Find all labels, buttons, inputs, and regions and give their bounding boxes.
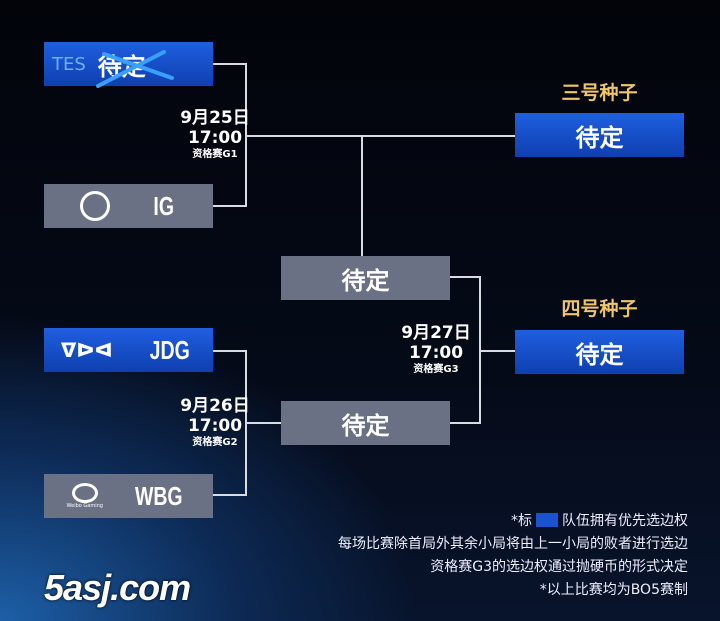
legend-note: *标 队伍拥有优先选边权 [511, 510, 688, 530]
winner-g2: 待定 [281, 401, 450, 445]
match-time: 17:00 [408, 343, 464, 363]
bracket-line [479, 350, 515, 352]
team-tes: TES 待定 [44, 42, 213, 88]
match-g2-info: 9月26日 17:00 资格赛G2 [165, 396, 265, 450]
match-date: 9月27日 [401, 323, 471, 343]
strike-mark-icon [96, 50, 174, 88]
bracket-line [361, 135, 363, 256]
match-g3-info: 9月27日 17:00 资格赛G3 [386, 323, 486, 377]
match-stage: 资格赛G2 [192, 437, 238, 448]
match-date: 9月25日 [180, 108, 250, 128]
legend-swatch [536, 513, 558, 527]
team-name: IG [153, 190, 174, 221]
watermark: 5asj.com [44, 567, 191, 608]
team-wbg: Weibo Gaming WBG [44, 474, 213, 518]
team-ig: IG [44, 184, 213, 228]
match-time: 17:00 [187, 416, 243, 436]
bracket-line [213, 63, 247, 65]
bracket-line [245, 422, 281, 424]
team-name: TES [52, 53, 86, 75]
team-name: JDG [149, 334, 190, 365]
bracket-line [213, 205, 247, 207]
team-jdg: ᐁᐅᐊ JDG [44, 328, 213, 372]
jdg-logo-icon: ᐁᐅᐊ [60, 338, 113, 362]
match-date: 9月26日 [180, 396, 250, 416]
match-g1-info: 9月25日 17:00 资格赛G1 [165, 108, 265, 162]
ig-logo-icon [79, 191, 110, 221]
match-time: 17:00 [187, 128, 243, 148]
logo-caption: Weibo Gaming [66, 503, 103, 509]
seed-3-title: 三号种子 [561, 82, 638, 104]
wbg-logo: Weibo Gaming [66, 483, 103, 509]
bracket-line [448, 422, 481, 424]
match-stage: 资格赛G3 [413, 364, 459, 375]
seed-3-team: 待定 [515, 113, 684, 157]
note-line-2: 每场比赛除首局外其余小局将由上一小局的败者进行选边 [338, 536, 688, 552]
seed-4-title: 四号种子 [561, 298, 638, 320]
weibo-logo-icon [71, 483, 98, 503]
legend-suffix: 队伍拥有优先选边权 [562, 513, 688, 529]
winner-g1: 待定 [281, 256, 450, 300]
legend-prefix: *标 [511, 513, 532, 529]
match-stage: 资格赛G1 [192, 149, 238, 160]
seed-4-team: 待定 [515, 330, 684, 374]
bracket-line [213, 494, 247, 496]
note-line-3: 资格赛G3的选边权通过抛硬币的形式决定 [430, 559, 688, 575]
bracket-line [213, 350, 247, 352]
team-name: WBG [134, 480, 183, 511]
bracket-line [448, 276, 481, 278]
note-line-4: *以上比赛均为BO5赛制 [539, 582, 688, 598]
bracket-line [245, 135, 515, 137]
